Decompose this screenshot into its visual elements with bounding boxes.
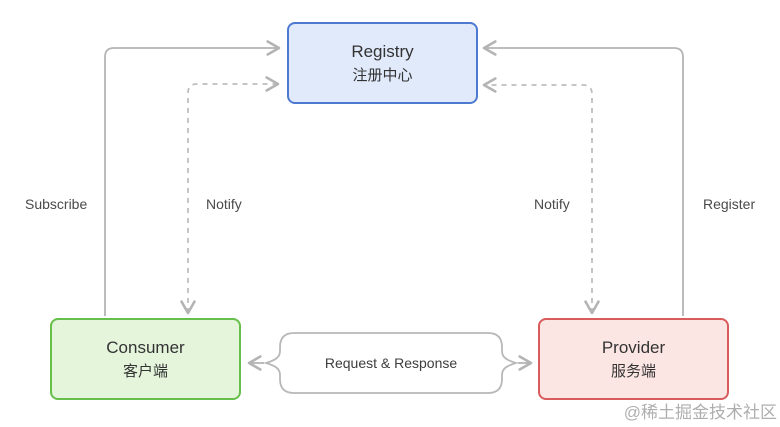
request-response-label: Request & Response: [324, 355, 458, 371]
registry-subtitle: 注册中心: [352, 66, 413, 84]
notify-right-arrow: [482, 77, 600, 315]
subscribe-arrow: [104, 40, 281, 316]
provider-subtitle: 服务端: [610, 362, 656, 380]
consumer-node: Consumer 客户端: [50, 318, 241, 400]
notify-right-label: Notify: [534, 196, 570, 212]
consumer-subtitle: 客户端: [122, 362, 168, 380]
notify-left-arrow: [180, 76, 280, 315]
register-arrow: [482, 40, 684, 316]
register-label: Register: [703, 196, 756, 212]
subscribe-label: Subscribe: [25, 196, 88, 212]
provider-title: Provider: [601, 338, 666, 358]
request-response-callout: [262, 332, 520, 394]
notify-left-label: Notify: [206, 196, 242, 212]
registry-title: Registry: [351, 42, 414, 62]
registry-node: Registry 注册中心: [287, 22, 478, 104]
consumer-title: Consumer: [106, 338, 185, 358]
provider-node: Provider 服务端: [538, 318, 729, 400]
watermark: @稀土掘金技术社区: [623, 403, 777, 422]
